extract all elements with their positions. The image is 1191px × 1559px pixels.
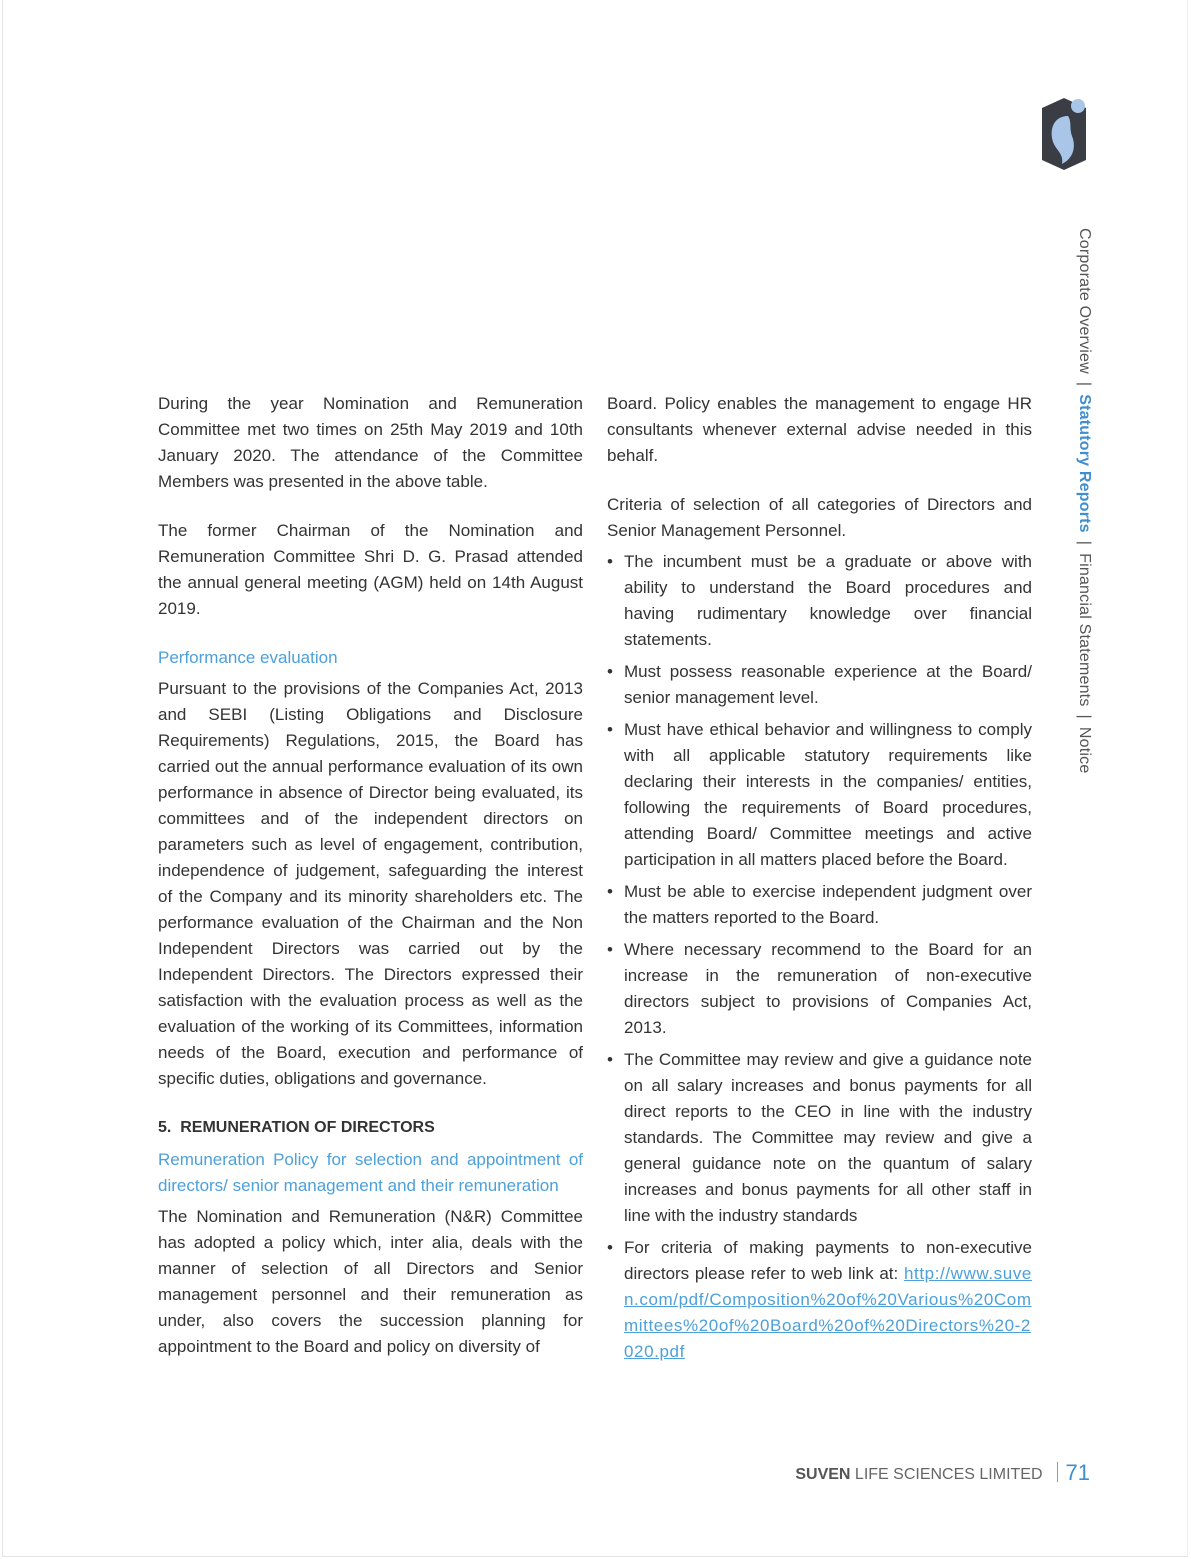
policy-web-link[interactable]: http://www.suven.com/pdf/Composition%20o…	[624, 1264, 1032, 1361]
policy-continuation-paragraph: Board. Policy enables the management to …	[607, 394, 1032, 465]
criteria-intro: Criteria of selection of all categories …	[607, 495, 1032, 540]
list-item-text: For criteria of making payments to non-e…	[624, 1238, 1032, 1283]
performance-evaluation-heading: Performance evaluation	[158, 648, 338, 667]
side-navigation: Corporate Overview | Statutory Reports | Fin…	[1075, 228, 1093, 773]
criteria-list: The incumbent must be a graduate or abov…	[607, 549, 1032, 1365]
left-column: During the year Nomination and Remunerat…	[158, 391, 583, 1360]
nav-statutory-reports[interactable]: Statutory Reports	[1076, 394, 1093, 533]
list-item: For criteria of making payments to non-e…	[607, 1235, 1032, 1365]
nav-separator: |	[1076, 540, 1093, 546]
nav-financial-statements[interactable]: Financial Statements	[1076, 553, 1093, 707]
page-number: 71	[1065, 1460, 1090, 1485]
list-item: Where necessary recommend to the Board f…	[607, 937, 1032, 1041]
company-logo-icon	[1042, 98, 1086, 170]
section-heading: 5. REMUNERATION OF DIRECTORS	[158, 1119, 435, 1136]
nav-separator: |	[1076, 381, 1093, 387]
footer-divider	[1056, 1462, 1058, 1482]
agm-attendance-paragraph: The former Chairman of the Nomination an…	[158, 521, 583, 618]
list-item: Must have ethical behavior and willingne…	[607, 717, 1032, 873]
footer-company-name: LIFE SCIENCES LIMITED	[850, 1466, 1043, 1483]
nav-corporate-overview[interactable]: Corporate Overview	[1076, 228, 1093, 374]
list-item: Must possess reasonable experience at th…	[607, 659, 1032, 711]
nav-separator: |	[1076, 714, 1093, 719]
committee-meetings-paragraph: During the year Nomination and Remunerat…	[158, 394, 583, 491]
list-item: Must be able to exercise independent jud…	[607, 879, 1032, 931]
list-item: The Committee may review and give a guid…	[607, 1047, 1032, 1229]
page-footer: SUVEN LIFE SCIENCES LIMITED 71	[790, 1460, 1090, 1486]
performance-evaluation-paragraph: Pursuant to the provisions of the Compan…	[158, 679, 583, 1088]
remuneration-policy-paragraph: The Nomination and Remuneration (N&R) Co…	[158, 1207, 583, 1356]
footer-brand: SUVEN	[795, 1466, 851, 1483]
remuneration-policy-heading: Remuneration Policy for selection and ap…	[158, 1150, 583, 1195]
nav-notice[interactable]: Notice	[1076, 726, 1093, 774]
right-column: Board. Policy enables the management to …	[607, 391, 1032, 1371]
list-item: The incumbent must be a graduate or abov…	[607, 549, 1032, 653]
